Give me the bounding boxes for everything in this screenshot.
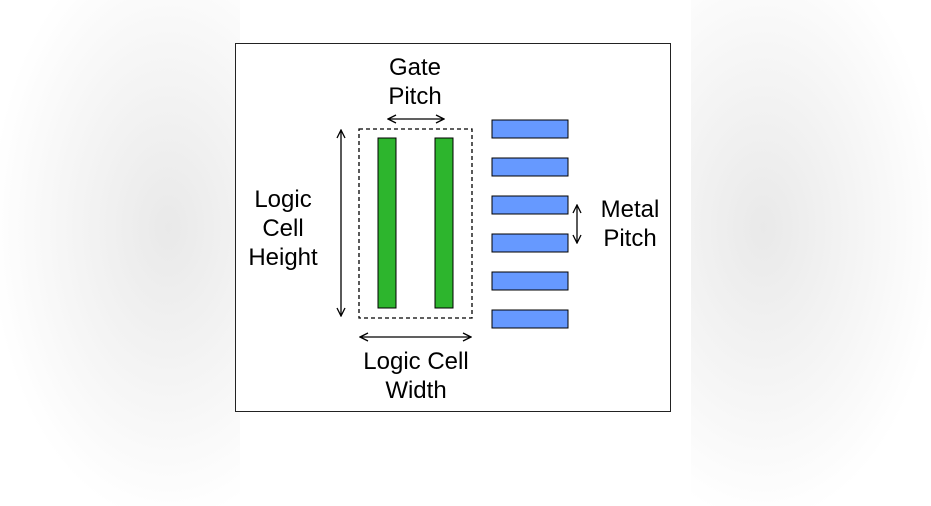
metal-line-2 [491, 157, 569, 177]
logic-cell-height-label-line-2: Cell [262, 215, 304, 242]
logic-cell-boundary [358, 128, 473, 319]
gate-right [434, 137, 454, 309]
metal-pitch-label-line-2: Pitch [603, 225, 657, 252]
metal-line-4 [491, 233, 569, 253]
metal-pitch-label: Metal Pitch [594, 195, 666, 253]
logic-cell-height-label-line-3: Height [248, 244, 318, 271]
metal-pitch-label-line-1: Metal [600, 196, 660, 223]
logic-cell-width-label-line-1: Logic Cell [363, 348, 469, 375]
logic-cell-height-label: Logic Cell Height [242, 185, 324, 272]
gate-pitch-label: Gate Pitch [385, 53, 445, 111]
gate-pitch-label-line-2: Pitch [388, 83, 442, 110]
gate-left [377, 137, 397, 309]
metal-line-6 [491, 309, 569, 329]
background-blur-right [691, 0, 931, 506]
metal-line-5 [491, 271, 569, 291]
logic-cell-width-label-line-2: Width [385, 377, 447, 404]
gate-pitch-label-line-1: Gate [388, 54, 442, 81]
logic-cell-height-label-line-1: Logic [254, 186, 312, 213]
metal-line-1 [491, 119, 569, 139]
metal-line-3 [491, 195, 569, 215]
background-blur-left [0, 0, 240, 506]
logic-cell-width-label: Logic Cell Width [355, 347, 477, 405]
